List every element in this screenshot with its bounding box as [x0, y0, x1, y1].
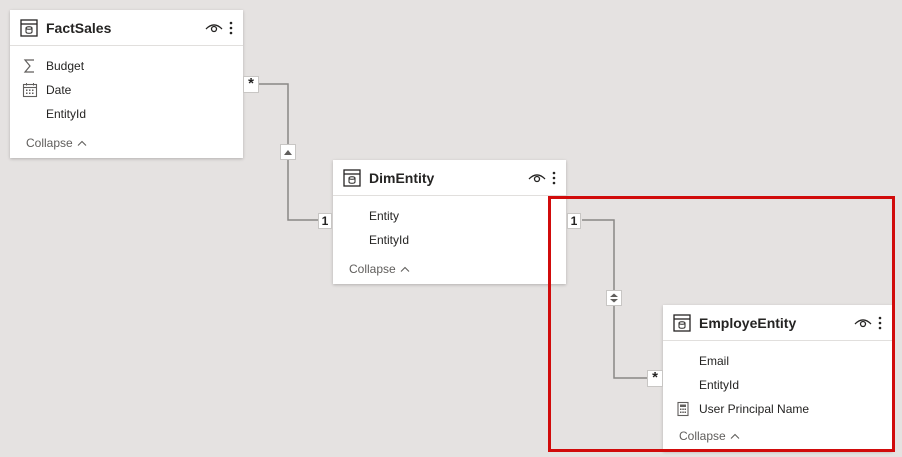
field-list: Entity EntityId: [333, 196, 566, 252]
collapse-label: Collapse: [679, 429, 726, 443]
calendar-icon: [22, 83, 38, 98]
single-direction-filter-icon[interactable]: [280, 144, 296, 160]
field-row[interactable]: Date: [10, 78, 243, 102]
table-title: FactSales: [46, 19, 112, 36]
chevron-up-icon: [400, 266, 410, 272]
field-row[interactable]: EntityId: [663, 373, 892, 397]
highlight-box: [548, 196, 895, 452]
more-options-icon[interactable]: [229, 21, 233, 35]
field-row[interactable]: EntityId: [10, 102, 243, 126]
double-arrow-icon: [610, 293, 618, 303]
cardinality-one-badge: 1: [318, 213, 332, 229]
table-card-dimentity[interactable]: DimEntity Entity EntityId Collapse: [333, 160, 566, 284]
field-label: EntityId: [46, 107, 87, 121]
more-options-icon[interactable]: [552, 171, 556, 185]
eye-icon[interactable]: [528, 172, 546, 184]
collapse-button[interactable]: Collapse: [333, 256, 566, 282]
table-icon: [673, 313, 691, 332]
cardinality-one-badge: 1: [567, 213, 581, 229]
field-label: Entity: [369, 209, 400, 223]
field-row[interactable]: EntityId: [333, 228, 566, 252]
collapse-label: Collapse: [349, 262, 396, 276]
eye-icon[interactable]: [205, 22, 223, 34]
triangle-up-icon: [284, 150, 292, 155]
cardinality-many-badge: *: [647, 370, 663, 387]
more-options-icon[interactable]: [878, 316, 882, 330]
field-row[interactable]: User Principal Name: [663, 397, 892, 421]
both-directions-filter-icon[interactable]: [606, 290, 622, 306]
table-title: EmployeEntity: [699, 314, 797, 331]
calculator-icon: [677, 401, 689, 417]
field-label: Budget: [46, 59, 85, 73]
table-card-factsales[interactable]: FactSales Budget: [10, 10, 243, 158]
chevron-up-icon: [77, 140, 87, 146]
table-icon: [20, 18, 38, 37]
field-label: Date: [46, 83, 72, 97]
table-header: EmployeEntity: [663, 305, 892, 341]
table-card-employeentity[interactable]: EmployeEntity Email EntityId: [663, 305, 892, 451]
field-label: EntityId: [369, 233, 410, 247]
collapse-button[interactable]: Collapse: [10, 130, 243, 156]
collapse-button[interactable]: Collapse: [663, 423, 892, 449]
field-list: Email EntityId User Principal Name: [663, 341, 892, 421]
field-label: User Principal Name: [699, 402, 810, 416]
table-icon: [343, 168, 361, 187]
field-row[interactable]: Entity: [333, 204, 566, 228]
field-row[interactable]: Email: [663, 349, 892, 373]
field-label: Email: [699, 354, 730, 368]
sigma-icon: [23, 59, 34, 73]
table-header: FactSales: [10, 10, 243, 46]
table-header: DimEntity: [333, 160, 566, 196]
chevron-up-icon: [730, 433, 740, 439]
field-list: Budget Date EntityId: [10, 46, 243, 126]
eye-icon[interactable]: [854, 317, 872, 329]
table-title: DimEntity: [369, 169, 435, 186]
field-label: EntityId: [699, 378, 740, 392]
field-row[interactable]: Budget: [10, 54, 243, 78]
collapse-label: Collapse: [26, 136, 73, 150]
cardinality-many-badge: *: [243, 76, 259, 93]
